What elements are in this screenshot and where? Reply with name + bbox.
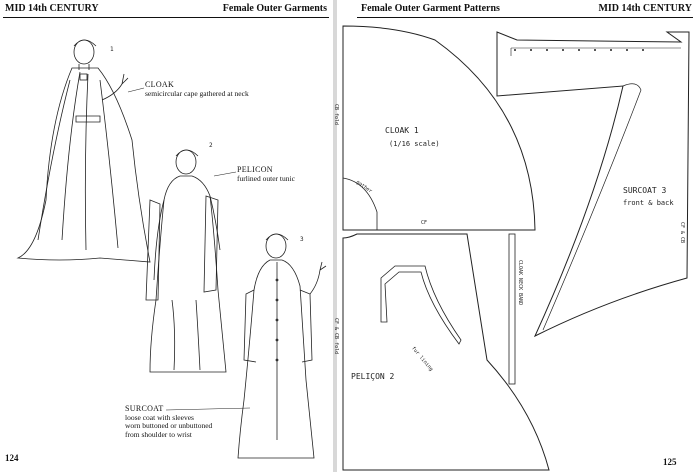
pelicon-description: furlined outer tunic bbox=[237, 173, 295, 183]
pelicon-figure-illustration bbox=[145, 149, 227, 373]
surcoat-leader-line bbox=[165, 407, 251, 411]
left-header-section: Female Outer Garments bbox=[222, 3, 327, 14]
pelicon-pattern-title: PELIÇON 2 bbox=[351, 372, 395, 381]
right-page: Female Outer Garment Patterns MID 14th C… bbox=[333, 0, 695, 472]
cloak-pattern-title: CLOAK 1 bbox=[385, 126, 419, 135]
cloak-cf-label: CF bbox=[421, 220, 428, 226]
cloak-annotation: CLOAK semicircular cape gathered at neck bbox=[145, 80, 249, 98]
right-header-title: MID 14th CENTURY bbox=[598, 3, 692, 14]
surcoat-figure-illustration bbox=[237, 233, 327, 459]
surcoat-annotation: SURCOAT loose coat with sleeves worn but… bbox=[125, 404, 213, 439]
pelicon-title: PELICON bbox=[237, 165, 273, 174]
figure-1-number: 1 bbox=[110, 46, 114, 53]
pelicon-pattern-piece bbox=[342, 233, 550, 471]
surcoat-description-2: worn buttoned or unbuttoned bbox=[125, 421, 213, 430]
cloak-title: CLOAK bbox=[145, 80, 175, 89]
surcoat-description-1: loose coat with sleeves bbox=[125, 412, 194, 422]
figure-2-number: 2 bbox=[209, 142, 213, 149]
cloak-pattern-piece bbox=[342, 25, 536, 231]
neck-band-pattern-piece bbox=[508, 233, 516, 385]
left-header-rule bbox=[3, 17, 329, 18]
cloak-figure-illustration bbox=[16, 39, 151, 263]
cloak-description: semicircular cape gathered at neck bbox=[145, 88, 249, 98]
pelicon-annotation: PELICON furlined outer tunic bbox=[237, 165, 295, 183]
surcoat-pattern-title: SURCOAT 3 bbox=[623, 186, 667, 195]
figure-3-number: 3 bbox=[300, 236, 304, 243]
right-header-rule bbox=[357, 17, 693, 18]
left-page: MID 14th CENTURY Female Outer Garments 1… bbox=[0, 0, 333, 472]
surcoat-title: SURCOAT bbox=[125, 404, 164, 413]
surcoat-pattern-subtitle: front & back bbox=[623, 199, 674, 207]
right-header-section: Female Outer Garment Patterns bbox=[361, 3, 500, 14]
surcoat-cf-cb-label: CF & CB bbox=[679, 222, 685, 244]
pelicon-leader-line bbox=[213, 171, 237, 177]
surcoat-description-3: from shoulder to wrist bbox=[125, 429, 192, 439]
surcoat-pattern-piece bbox=[496, 31, 690, 338]
cloak-pattern-scale: (1/16 scale) bbox=[389, 140, 440, 148]
cloak-leader-line bbox=[127, 87, 145, 93]
page-gutter bbox=[333, 0, 337, 472]
left-page-number: 124 bbox=[5, 453, 19, 463]
left-header-title: MID 14th CENTURY bbox=[5, 3, 99, 14]
right-page-number: 125 bbox=[663, 457, 677, 467]
